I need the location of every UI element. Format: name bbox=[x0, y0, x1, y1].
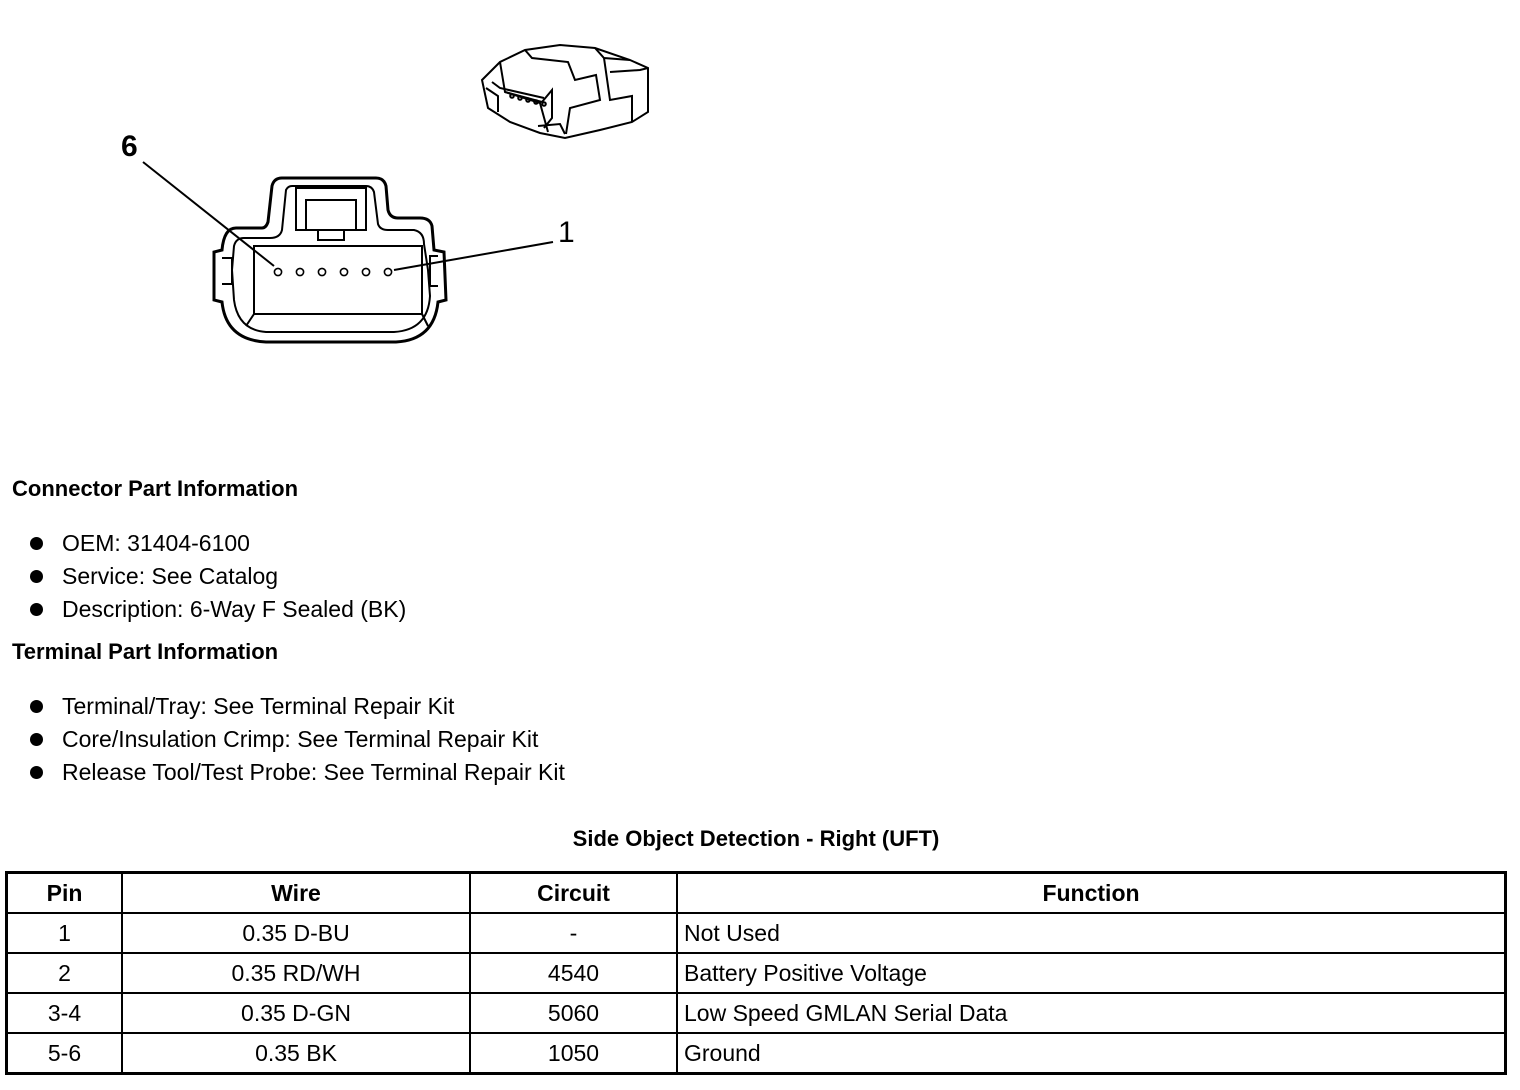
list-item: Service: See Catalog bbox=[28, 560, 406, 593]
bullet-icon bbox=[30, 766, 43, 779]
bullet-icon bbox=[30, 603, 43, 616]
list-item: Description: 6-Way F Sealed (BK) bbox=[28, 593, 406, 626]
connector-face bbox=[212, 176, 448, 344]
cell-wire: 0.35 D-BU bbox=[121, 912, 471, 954]
leader-line-pin-1 bbox=[393, 241, 554, 271]
cell-pin: 2 bbox=[5, 952, 123, 994]
table-header-row: Pin Wire Circuit Function bbox=[5, 871, 1507, 914]
bullet-icon bbox=[30, 570, 43, 583]
cell-wire: 0.35 RD/WH bbox=[121, 952, 471, 994]
cell-circuit: 5060 bbox=[469, 992, 678, 1034]
pin-label-1: 1 bbox=[558, 216, 575, 249]
table-row: 5-6 0.35 BK 1050 Ground bbox=[5, 1032, 1507, 1075]
connector-diagram: 6 1 bbox=[121, 43, 649, 344]
pin-hole-5 bbox=[295, 267, 305, 277]
list-item: Core/Insulation Crimp: See Terminal Repa… bbox=[28, 723, 565, 756]
bullet-icon bbox=[30, 700, 43, 713]
column-header-function: Function bbox=[676, 871, 1507, 914]
list-item-text: Terminal/Tray: See Terminal Repair Kit bbox=[62, 693, 455, 719]
cell-function: Not Used bbox=[676, 912, 1507, 954]
column-header-wire: Wire bbox=[121, 871, 471, 914]
table-row: 1 0.35 D-BU - Not Used bbox=[5, 912, 1507, 954]
cell-pin: 5-6 bbox=[5, 1032, 123, 1075]
pin-hole-6 bbox=[273, 267, 283, 277]
terminal-info-list: Terminal/Tray: See Terminal Repair Kit C… bbox=[28, 690, 565, 789]
pin-holes bbox=[273, 267, 393, 277]
connector-3d-illustration bbox=[480, 43, 649, 140]
cell-function: Battery Positive Voltage bbox=[676, 952, 1507, 994]
column-header-pin: Pin bbox=[5, 871, 123, 914]
list-item-text: Description: 6-Way F Sealed (BK) bbox=[62, 596, 407, 622]
connector-face-inner bbox=[222, 185, 438, 333]
table-title: Side Object Detection - Right (UFT) bbox=[572, 826, 940, 851]
pin-label-6: 6 bbox=[121, 130, 138, 163]
cell-function: Ground bbox=[676, 1032, 1507, 1075]
list-item-text: Service: See Catalog bbox=[62, 563, 279, 589]
connector-info-list: OEM: 31404-6100 Service: See Catalog Des… bbox=[28, 527, 406, 626]
list-item-text: OEM: 31404-6100 bbox=[62, 530, 250, 556]
bullet-icon bbox=[30, 537, 43, 550]
cell-wire: 0.35 D-GN bbox=[121, 992, 471, 1034]
cell-circuit: 4540 bbox=[469, 952, 678, 994]
cell-circuit: 1050 bbox=[469, 1032, 678, 1075]
list-item: Release Tool/Test Probe: See Terminal Re… bbox=[28, 756, 565, 789]
cell-circuit: - bbox=[469, 912, 678, 954]
bullet-icon bbox=[30, 733, 43, 746]
pin-table: Pin Wire Circuit Function 1 0.35 D-BU - … bbox=[5, 871, 1507, 1075]
cell-pin: 3-4 bbox=[5, 992, 123, 1034]
pin-hole-3 bbox=[339, 267, 349, 277]
list-item: Terminal/Tray: See Terminal Repair Kit bbox=[28, 690, 565, 723]
list-item: OEM: 31404-6100 bbox=[28, 527, 406, 560]
list-item-text: Core/Insulation Crimp: See Terminal Repa… bbox=[62, 726, 539, 752]
leader-line-pin-6 bbox=[142, 161, 275, 267]
cell-pin: 1 bbox=[5, 912, 123, 954]
connector-info-heading: Connector Part Information bbox=[12, 476, 299, 501]
terminal-info-heading: Terminal Part Information bbox=[12, 639, 279, 664]
cell-function: Low Speed GMLAN Serial Data bbox=[676, 992, 1507, 1034]
pin-hole-1 bbox=[383, 267, 393, 277]
column-header-circuit: Circuit bbox=[469, 871, 678, 914]
table-row: 3-4 0.35 D-GN 5060 Low Speed GMLAN Seria… bbox=[5, 992, 1507, 1034]
table-row: 2 0.35 RD/WH 4540 Battery Positive Volta… bbox=[5, 952, 1507, 994]
list-item-text: Release Tool/Test Probe: See Terminal Re… bbox=[62, 759, 565, 785]
pin-hole-4 bbox=[317, 267, 327, 277]
cell-wire: 0.35 BK bbox=[121, 1032, 471, 1075]
pin-hole-2 bbox=[361, 267, 371, 277]
